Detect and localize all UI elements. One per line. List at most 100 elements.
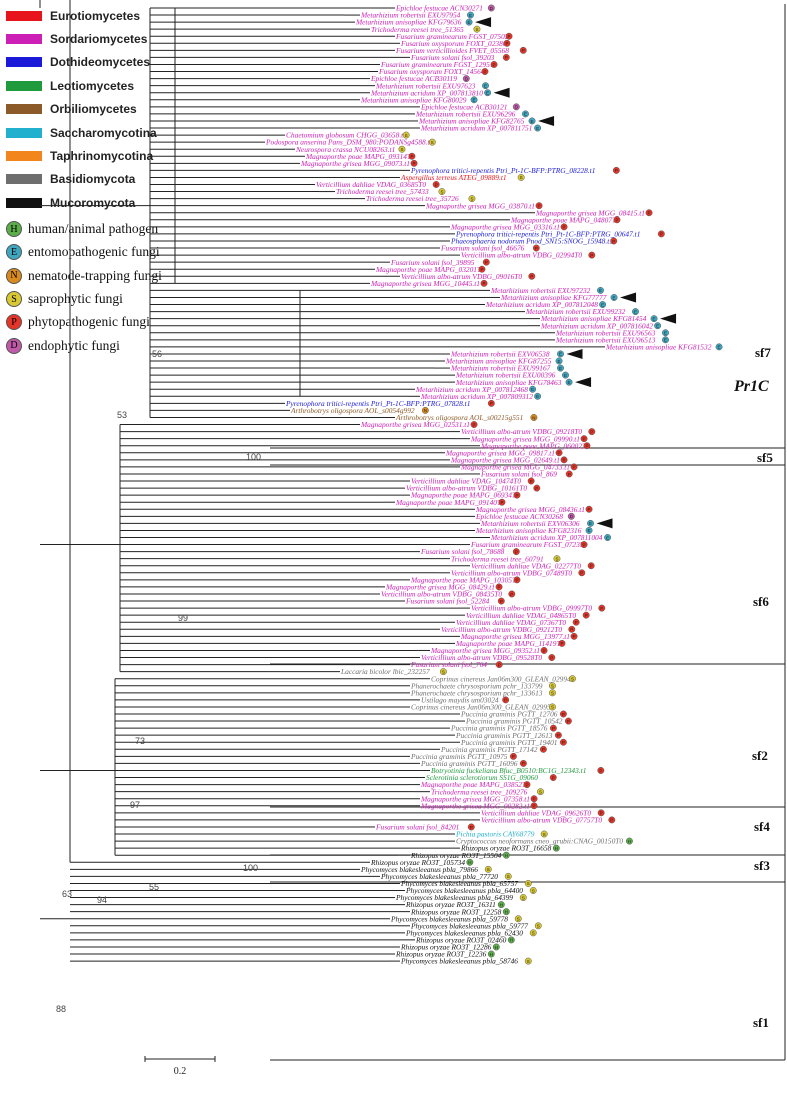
leaf-label: Metarhizium robertsii EXU97954 (360, 11, 461, 20)
lifestyle-badge-icon (567, 512, 575, 520)
lifestyle-badge-icon (612, 166, 620, 174)
leaf-label: Metarhizium robertsii EXV06306 (480, 519, 580, 528)
bootstrap-value: 55 (149, 882, 159, 892)
lifestyle-badge-icon (428, 138, 436, 146)
leaf-label: Verticillium albo-atrum VDBG_08435T0 (381, 590, 502, 599)
lifestyle-badge-icon (497, 901, 505, 909)
lifestyle-badge-letter: E (634, 309, 637, 314)
leaf-label: Ustilago maydis um03024 (421, 695, 499, 704)
lifestyle-badge-letter: E (469, 13, 472, 18)
lifestyle-badge-letter: S (539, 789, 542, 794)
leaf-label: Metarhizium anisopliae KFG79636 (355, 18, 462, 27)
lifestyle-badge-icon (528, 272, 536, 280)
leaf-label: Magnaporthe poae MAPG_03852T0 (420, 780, 530, 789)
lifestyle-badge-letter: P (610, 818, 613, 823)
lifestyle-badge-icon (438, 188, 446, 196)
lifestyle-label: endophytic fungi (28, 337, 120, 353)
lifestyle-badge-letter: D (515, 105, 519, 110)
lifestyle-badge-icon (610, 294, 618, 301)
leaf-label: Puccinia graminis PGTT_17142 (440, 745, 538, 754)
lifestyle-badge-icon (560, 456, 568, 464)
subfamily-label: sf2 (752, 748, 768, 763)
lifestyle-badge-letter: E (484, 83, 487, 88)
bootstrap-value: 94 (97, 895, 107, 905)
leaf-label: Fusarium graminearum FGST_12951 (380, 60, 494, 69)
leaf-label: Verticillium albo-atrum VDBG_09212T0 (441, 625, 562, 634)
lifestyle-badge-letter: S (475, 27, 478, 32)
lifestyle-badge-letter: P (410, 154, 413, 159)
lifestyle-badge-letter: S (470, 196, 473, 201)
lifestyle-badge-icon (553, 555, 561, 563)
leaf-label: Rhizopus oryzae RO3T_02460 (415, 936, 507, 945)
lifestyle-badge-letter: H (500, 902, 503, 907)
lifestyle-badge-icon (549, 724, 557, 732)
lifestyle-badge-letter: P (573, 465, 576, 470)
lifestyle-badge-icon (540, 647, 548, 654)
lifestyle-badge-icon (402, 131, 410, 139)
leaf-label: Phycomyces blakesleeanus pbla_64400 (405, 886, 523, 895)
class-legend-item: Dothideomycetes (6, 51, 156, 74)
leaf-label: Fusarium solani fsol_78688 (420, 547, 505, 556)
lifestyle-badge-icon (532, 244, 540, 252)
lifestyle-badge-letter: P (563, 225, 566, 230)
lifestyle-badge-letter: H (490, 952, 493, 957)
leaf-label: Trichoderma reesei tree_60791 (451, 554, 544, 563)
leaf-label: Magnaporthe grisea MGG_08436.t1 (475, 505, 585, 514)
arrowhead-marker-icon (575, 377, 592, 388)
lifestyle-badge-letter: E (664, 338, 667, 343)
leaf-label: Metarhizium anisopliae KFG78463 (455, 378, 562, 387)
lifestyle-badge-letter: P (515, 578, 518, 583)
lifestyle-badge-icon (498, 498, 506, 506)
lifestyle-badge-icon: E (6, 244, 22, 261)
leaf-label: Metarhizium robertsii EXU97232 (490, 286, 591, 295)
lifestyle-badge-letter: P (550, 655, 553, 660)
tree-branches (39, 0, 605, 962)
lifestyle-badge-letter: P (505, 55, 508, 60)
lifestyle-badge-icon (484, 865, 492, 873)
class-legend-item: Orbiliomycetes (6, 98, 156, 121)
leaf-label: Fusarium solani fsol_39895 (390, 258, 475, 267)
lifestyle-badge-icon (645, 209, 653, 217)
leaf-label: Trichoderma reesei tree_51365 (371, 25, 464, 34)
lifestyle-badge-icon (549, 682, 556, 690)
lifestyle-badge-letter: E (559, 352, 562, 357)
lifestyle-badge-icon (549, 774, 557, 781)
lifestyle-badge-letter: P (568, 472, 571, 477)
lifestyle-badge-letter: P (615, 168, 618, 173)
leaf-label: Laccaria bicolor lbic_232257 (340, 667, 430, 676)
lifestyle-badge-letter: S (517, 917, 520, 922)
leaf-label: Magnaporthe grisea MGG_00282.t1 (420, 801, 530, 810)
class-legend-item: Saccharomycotina (6, 121, 157, 144)
leaf-label: Metarhizium acridum XP_007812468 (415, 385, 528, 394)
leaf-label: Neurospora crassa NCU08263.t1 (295, 145, 395, 154)
lifestyle-badge-icon (509, 752, 517, 760)
lifestyle-badge-icon (495, 583, 503, 591)
lifestyle-badge-icon (597, 809, 605, 817)
leaf-label: Magnaporthe grisea MGG_09352.t1 (430, 646, 540, 655)
leaf-label: Verticillium albo-atrum VDBG_09528T0 (421, 653, 542, 662)
lifestyle-badge-icon (597, 286, 604, 294)
leaf-label: Pichia pastoris CAY68779 (455, 830, 535, 839)
lifestyle-badge-icon (528, 117, 536, 125)
lifestyle-badge-letter: D (490, 6, 494, 11)
leaf-label: Magnaporthe grisea MGG_07358.t1 (420, 794, 530, 803)
lifestyle-badge-icon (534, 922, 542, 930)
lifestyle-badge-letter: S (440, 189, 443, 194)
lifestyle-badge-letter: E (656, 324, 659, 329)
lifestyle-badge-letter: E (531, 387, 534, 392)
leaf-label: Arthrobotrys oligospora AOL_s00215g551 (395, 413, 523, 422)
lifestyle-badge-letter: S (431, 140, 434, 145)
class-color-swatch (6, 80, 42, 91)
lifestyle-label: saprophytic fungi (28, 291, 123, 307)
lifestyle-badge-icon (598, 604, 606, 612)
lifestyle-badge-letter: P (563, 458, 566, 463)
lifestyle-badge-icon (502, 908, 510, 916)
lifestyle-badge-letter: S (532, 888, 535, 893)
leaf-label: Trichoderma reesei tree_109276 (431, 787, 528, 796)
leaf-label: Botryotinia fuckeliana Bfuc_B0510:BC1G_1… (431, 766, 586, 775)
lifestyle-badge-icon (557, 350, 564, 358)
scale-bar-label: 0.2 (174, 1066, 187, 1077)
arrowhead-marker-icon (660, 313, 677, 324)
